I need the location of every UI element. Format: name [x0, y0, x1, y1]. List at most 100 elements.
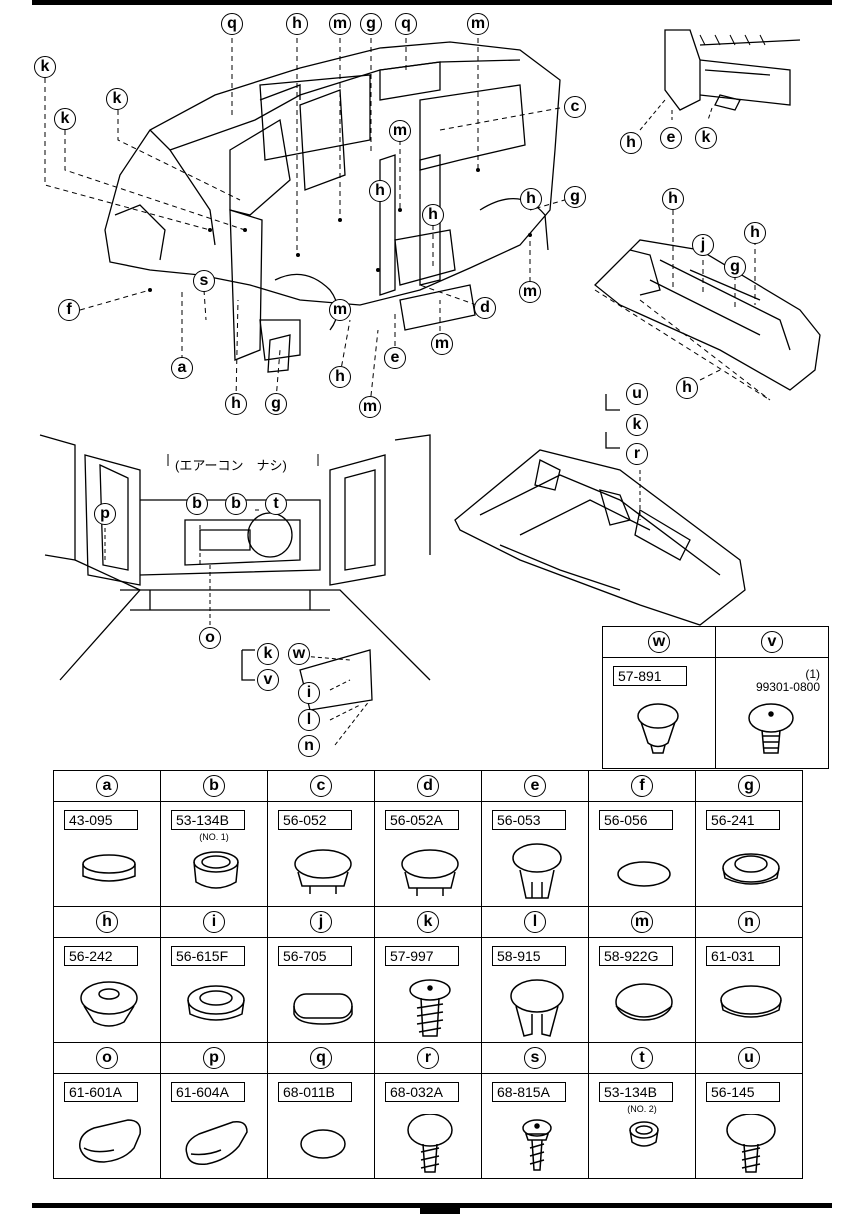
callout-g-1: g	[360, 13, 382, 35]
part-letter-f: f	[631, 775, 653, 797]
callout-h-3: h	[422, 204, 444, 226]
part-letter-n: n	[738, 911, 760, 933]
fastener-j-icon	[293, 993, 353, 1025]
callout-k-1: k	[34, 56, 56, 78]
part-number-99301-0800: (1) 99301-0800	[755, 667, 820, 694]
part-cell-n: 61-031	[695, 937, 803, 1043]
part-number-57-891: 57-891	[613, 666, 687, 686]
callout-t-1: t	[265, 493, 287, 515]
part-header-b: b	[160, 770, 268, 802]
part-number: 68-815A	[492, 1082, 566, 1102]
fastener-u-icon	[726, 1114, 776, 1173]
part-letter-e: e	[524, 775, 546, 797]
callout-h-5: h	[329, 366, 351, 388]
callout-h-6: h	[225, 393, 247, 415]
top-border	[32, 0, 832, 5]
part-header-u: u	[695, 1042, 803, 1074]
fastener-h-icon	[80, 981, 138, 1027]
part-cell-t: 53-134B(NO. 2)	[588, 1073, 696, 1179]
callout-k-6: k	[257, 643, 279, 665]
part-letter-d: d	[417, 775, 439, 797]
fastener-q-icon	[300, 1129, 346, 1159]
part-cell-d: 56-052A	[374, 801, 482, 907]
callout-m-2: m	[467, 13, 489, 35]
callout-h-8: h	[662, 188, 684, 210]
part-cell-f: 56-056	[588, 801, 696, 907]
callout-g-3: g	[265, 393, 287, 415]
callout-q-1: q	[221, 13, 243, 35]
callout-n-1: n	[298, 735, 320, 757]
callout-q-2: q	[395, 13, 417, 35]
fastener-i-icon	[187, 985, 245, 1021]
callout-h-1: h	[286, 13, 308, 35]
floor-member-illustration	[594, 239, 821, 391]
callout-k-2: k	[106, 88, 128, 110]
part-letter-r: r	[417, 1047, 439, 1069]
part-number: 58-922G	[599, 946, 673, 966]
part-header-p: p	[160, 1042, 268, 1074]
part-number: 56-052	[278, 810, 352, 830]
callout-m-5: m	[329, 299, 351, 321]
part-number: 57-997	[385, 946, 459, 966]
part-cell-o: 61-601A	[53, 1073, 161, 1179]
fastener-k-icon	[409, 979, 451, 1037]
part-number: 68-011B	[278, 1082, 352, 1102]
callout-o-1: o	[199, 627, 221, 649]
part-letter-v: v	[761, 631, 783, 653]
part-number: 53-134B	[171, 810, 245, 830]
callout-g-2: g	[564, 186, 586, 208]
part-cell-u: 56-145	[695, 1073, 803, 1179]
part-header-w: w	[602, 626, 716, 658]
part-header-s: s	[481, 1042, 589, 1074]
part-cell-q: 68-011B	[267, 1073, 375, 1179]
part-number: 56-615F	[171, 946, 245, 966]
callout-b-2: b	[225, 493, 247, 515]
part-cell-c: 56-052	[267, 801, 375, 907]
van-body-illustration	[104, 41, 561, 373]
callout-m-4: m	[519, 281, 541, 303]
part-cell-v: (1) 99301-0800	[715, 657, 829, 769]
part-header-f: f	[588, 770, 696, 802]
fastener-b-icon	[193, 851, 239, 889]
parts-table-top: w v 57-891 (1) 99301-0800	[602, 626, 829, 769]
callout-k-3: k	[54, 108, 76, 130]
fastener-r-icon	[407, 1114, 453, 1173]
part-letter-t: t	[631, 1047, 653, 1069]
fastener-g-icon	[722, 853, 780, 885]
part-cell-p: 61-604A	[160, 1073, 268, 1179]
part-header-q: q	[267, 1042, 375, 1074]
callout-d-1: d	[474, 297, 496, 319]
callout-p-1: p	[94, 503, 116, 525]
part-cell-i: 56-615F	[160, 937, 268, 1043]
part-letter-s: s	[524, 1047, 546, 1069]
part-letter-o: o	[96, 1047, 118, 1069]
part-subnote: (NO. 1)	[199, 832, 229, 842]
part-header-m: m	[588, 906, 696, 938]
part-header-v: v	[715, 626, 829, 658]
callout-r-1: r	[626, 443, 648, 465]
part-letter-p: p	[203, 1047, 225, 1069]
part-letter-u: u	[738, 1047, 760, 1069]
bottom-tab-mark	[420, 1208, 460, 1214]
part-number: 56-705	[278, 946, 352, 966]
part-header-l: l	[481, 906, 589, 938]
fastener-p-icon	[185, 1120, 248, 1166]
callout-m-1: m	[329, 13, 351, 35]
floor-pan-illustration	[454, 449, 746, 626]
callout-h-2: h	[369, 180, 391, 202]
part-header-o: o	[53, 1042, 161, 1074]
part-letter-h: h	[96, 911, 118, 933]
part-number: 56-145	[706, 1082, 780, 1102]
part-header-r: r	[374, 1042, 482, 1074]
screw-clip-icon	[748, 703, 794, 754]
part-header-c: c	[267, 770, 375, 802]
part-header-a: a	[53, 770, 161, 802]
part-header-k: k	[374, 906, 482, 938]
part-cell-j: 56-705	[267, 937, 375, 1043]
callout-m-6: m	[431, 333, 453, 355]
part-letter-a: a	[96, 775, 118, 797]
fastener-o-icon	[79, 1119, 141, 1163]
push-rivet-icon	[637, 703, 679, 754]
part-number: 56-052A	[385, 810, 459, 830]
part-number: 56-053	[492, 810, 566, 830]
